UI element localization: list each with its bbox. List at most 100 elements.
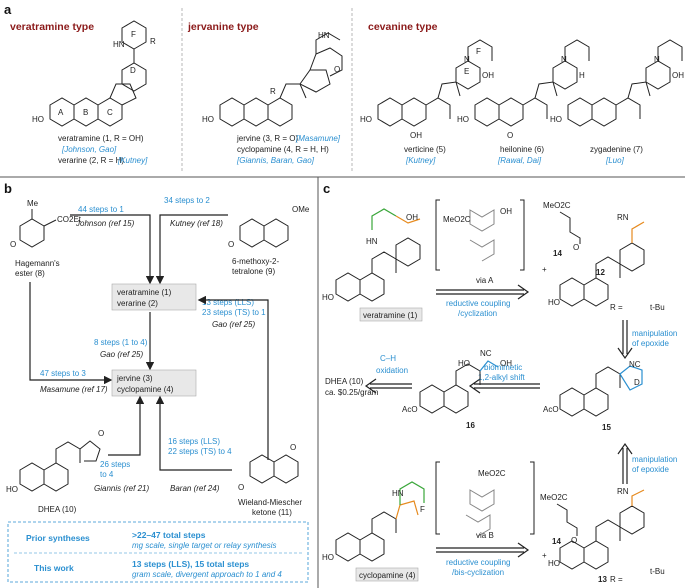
wieland-o1: O [290,443,296,452]
hagemann-o: O [10,240,16,249]
cyclo-c-hn: HN [392,489,404,498]
cyclo-c-box [355,567,419,582]
bracket-a-left [435,199,440,271]
dhea-b-label: DHEA (10) [38,505,77,514]
c15-aco: AcO [543,405,559,414]
c13-ho: HO [548,559,560,568]
ring-c-label: C [107,108,113,117]
baran-label-a: 16 steps (LLS) [168,437,220,446]
c15-structure: NC D AcO [543,360,643,417]
c15-d: D [634,378,640,387]
cyclopamine-caption: cyclopamine (4, R = H, H) [237,145,329,154]
ring-b-label: B [83,108,88,117]
target-box-vera [111,283,197,311]
jervine-caption: jervine (3, R = O) [236,134,298,143]
reductive2a: reductive coupling [446,558,510,567]
zygadenine-caption: zygadenine (7) [590,145,643,154]
target-veratramine: veratramine (1) [117,288,172,297]
panel-c: c HN OH HO veratramine (1) MeO2C OH via … [322,181,677,584]
arrow-johnson-label: 44 steps to 1 [78,205,124,214]
vera-c-box [359,307,423,322]
intermediate-a [469,209,495,262]
cyclo-c-ho: HO [322,553,334,562]
c14b-plus: + [542,551,547,560]
verticine-cite: [Kutney] [405,156,436,165]
veratramine-structure: D F A B C HN R HO [32,20,156,127]
heilonine-caption: heilonine (6) [500,145,544,154]
vera-c-label: veratramine (1) [363,311,418,320]
manip1b: of epoxide [632,339,669,348]
int-a-oh: OH [500,207,512,216]
verticine-ho-label: HO [360,115,372,124]
via-a: via A [476,276,494,285]
retro-arrow-ch-oxidation [364,378,412,394]
c14-chain [559,211,581,244]
jervine-hn-label: HN [318,31,330,40]
arrow-johnson [70,214,155,285]
panel-b: b Me CO2Et O Hagemann's ester (8) OMe O … [4,181,310,583]
cyclopamine-cite: [Giannis, Baran, Gao] [236,156,315,165]
manip1a: manipulation [632,329,677,338]
c12-tbu: t-Bu [650,303,665,312]
c13-label: 13 [598,575,607,584]
hn-label: HN [113,40,125,49]
vera-c-ho: HO [322,293,334,302]
wieland-label-1: Wieland-Miescher [238,498,302,507]
retro-arrow-1 [436,284,530,300]
c13-structure: RN HO [548,487,645,570]
int-a-meo2c: MeO2C [443,215,471,224]
dhea-structure-b: O HO [6,429,104,494]
c14b-o: O [571,536,577,545]
arrow-baran [155,395,232,471]
work-label: This work [34,563,74,573]
bracket-b-right [530,461,535,535]
c14-label: 14 [553,249,562,258]
prior-label: Prior syntheses [26,533,90,543]
giannis-label-b: to 4 [100,470,114,479]
zygadenine-ho-label: HO [550,115,562,124]
c16-structure: NC HO OH AcO [402,349,512,414]
baran-label-b: 22 steps (TS) to 4 [168,447,232,456]
verticine-f-label: F [476,47,481,56]
arrow-gao-wm [197,295,269,460]
wieland-structure: O O [238,443,299,492]
hagemann-me: Me [27,199,39,208]
jervine-ho-label: HO [202,115,214,124]
hagemann-label-1: Hagemann's [15,259,60,268]
c14b-label: 14 [552,537,561,546]
giannis-label-a: 26 steps [100,460,130,469]
ring-a-label: A [58,108,64,117]
gao-label-b: 23 steps (TS) to 1 [202,308,266,317]
c12-structure: RN HO [548,213,645,307]
c14-meo2c: MeO2C [543,201,571,210]
work-val2: gram scale, divergent approach to 1 and … [132,570,282,579]
work-val1: 13 steps (LLS), 15 total steps [132,559,249,569]
c16-nc: NC [480,349,492,358]
arrow-kutney-label: 34 steps to 2 [164,196,210,205]
intermediate-b [465,489,495,537]
manip2a: manipulation [632,455,677,464]
ch-oxidation-1: C–H [380,354,396,363]
c14b-meo2c: MeO2C [540,493,568,502]
ch-oxidation-2: oxidation [376,366,408,375]
c16-aco: AcO [402,405,418,414]
masamune-label: 47 steps to 3 [40,369,86,378]
c13-r-eq: R = [610,575,623,584]
c15-nc: NC [629,360,641,369]
reductive1b: /cyclization [458,309,497,318]
heilonine-ho-label: HO [457,115,469,124]
jervanine-type-label: jervanine type [187,21,259,33]
c12-rn: RN [617,213,629,222]
c13-tbu: t-Bu [650,567,665,576]
retro-arrow-manip1 [617,320,633,360]
heilonine-n-label: N [561,55,567,64]
dhea-b-ho: HO [6,485,18,494]
gao-label-a: 13 steps (LLS) [202,298,254,307]
c12-r-eq: R = [610,303,623,312]
reductive2b: /bis-cyclization [452,568,504,577]
verticine-caption: verticine (5) [404,145,446,154]
c14-plus: + [542,265,547,274]
target-cyclopamine: cyclopamine (4) [117,385,174,394]
tetralone-label-2: tetralone (9) [232,267,275,276]
